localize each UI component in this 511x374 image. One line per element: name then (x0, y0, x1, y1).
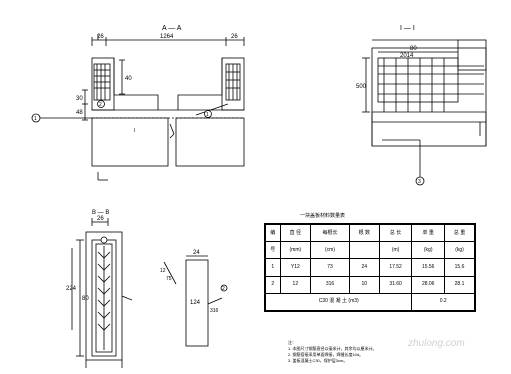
callout-1b-label: 1 (206, 112, 209, 118)
table-header-cell: 号 (265, 241, 281, 260)
table-cell: 73 (310, 258, 350, 277)
dim-section-b-height: 500 (356, 84, 367, 90)
note-item: 1. 本图尺寸钢筋直径以毫米计，其余均以厘米计。 (288, 346, 377, 351)
callout-2a-label: 2 (99, 102, 102, 108)
table-header-cell: (kg) (444, 241, 475, 260)
table-cell: 24 (348, 258, 380, 277)
table-header-cell (348, 241, 380, 260)
table-header-cell: (kg) (411, 241, 446, 260)
callout-circle-2a (97, 100, 105, 108)
dim-vert-b: 30 (76, 96, 83, 102)
dim-bar-len: 124 (190, 300, 201, 306)
dim-top-mid: 1264 (160, 34, 174, 40)
table-header-cell: 单 重 (411, 223, 446, 243)
table-row: 2 12 316 10 31.60 28.06 28.1 (265, 275, 475, 294)
table-header-cell: 每根长 (310, 223, 350, 243)
table-cell: 31.60 (378, 275, 413, 294)
note-item: 2. 钢筋搭接采用单面焊接，焊缝长度10d。 (288, 352, 364, 357)
table-cell: 12 (279, 275, 312, 294)
table-header-row-2: 号 (mm) (cm) (m) (kg) (kg) (265, 241, 475, 260)
table-row: 1 Y12 73 24 17.52 15.56 15.6 (265, 258, 475, 277)
callout-3-label: 3 (418, 179, 421, 185)
title-b-b: B — B (92, 210, 109, 216)
callout-circle-1b (204, 110, 212, 118)
table-cell: 28.1 (444, 275, 475, 294)
material-table: 编 直 径 每根长 根 数 总 长 单 重 总 重 号 (mm) (cm) (m… (264, 223, 476, 312)
callout-circle-1a (31, 113, 41, 123)
note-item: 3. 盖板混凝土C30，保护层3cm。 (288, 358, 348, 363)
bar-detail (163, 255, 223, 347)
table-cell: 10 (348, 275, 380, 294)
table-cell: 2 (265, 275, 281, 294)
watermark: zhulong.com (408, 338, 465, 349)
callout-circle-b (100, 236, 108, 244)
title-i-i: I — I (400, 25, 415, 32)
table-footer-row: C30 混 凝 土 (m3) 0.2 (264, 292, 475, 312)
dim-detail-len: 224 (66, 286, 77, 292)
notes-heading: 注： (288, 340, 296, 345)
table-cell: Y12 (279, 258, 312, 277)
detail-side2: 12 (160, 268, 166, 274)
table-cell: 17.52 (378, 258, 413, 277)
table-header-cell: 根 数 (348, 223, 380, 243)
table-cell: 15.56 (411, 258, 446, 277)
table-cell: 1 (265, 258, 281, 277)
table-header-cell: 直 径 (279, 223, 312, 243)
callout-circle-3 (415, 176, 425, 186)
cut-mark: I (134, 128, 135, 134)
dim-top-right: 26 (231, 34, 238, 40)
table-caption: 一块盖板材料数量表 (300, 213, 346, 219)
table-header-row-1: 编 直 径 每根长 根 数 总 长 单 重 总 重 (265, 223, 475, 243)
table-footer-value: 0.2 (411, 292, 475, 312)
dim-vert-c: 48 (76, 110, 83, 116)
callout-1a-label: 1 (34, 116, 37, 122)
dim-bar-width: 24 (193, 250, 200, 256)
title-a-a: A — A (162, 25, 182, 32)
dim-vert-a: 40 (125, 76, 132, 82)
table-header-cell: 总 长 (378, 223, 413, 243)
callout-circle-2b (220, 284, 228, 292)
table-header-cell: (mm) (279, 241, 312, 260)
view-i-i (362, 39, 487, 178)
table-cell: 15.6 (444, 258, 475, 277)
dim-section-b-inner: 2014 (400, 53, 414, 59)
notes: 注： 1. 本图尺寸钢筋直径以毫米计，其余均以厘米计。 2. 钢筋搭接采用单面焊… (288, 340, 376, 364)
dim-section-b-width: 80 (410, 46, 417, 52)
dim-detail-height: 80 (82, 296, 89, 302)
table-header-cell: (cm) (310, 241, 350, 260)
table-header-cell: 总 重 (444, 223, 475, 243)
table-footer-label: C30 混 凝 土 (m3) (264, 292, 413, 312)
table-cell: 316 (310, 275, 350, 294)
table-cell: 28.06 (411, 275, 446, 294)
dim-detail-width: 26 (97, 216, 104, 222)
table-header-cell: 编 (265, 223, 281, 243)
callout-2b-label: 2 (222, 286, 225, 292)
bar-label: 316 (210, 308, 219, 314)
detail-side: 75 (166, 276, 172, 282)
table-header-cell: (m) (378, 241, 413, 260)
view-a-a (38, 34, 245, 181)
dim-top-left: 26 (97, 34, 104, 40)
